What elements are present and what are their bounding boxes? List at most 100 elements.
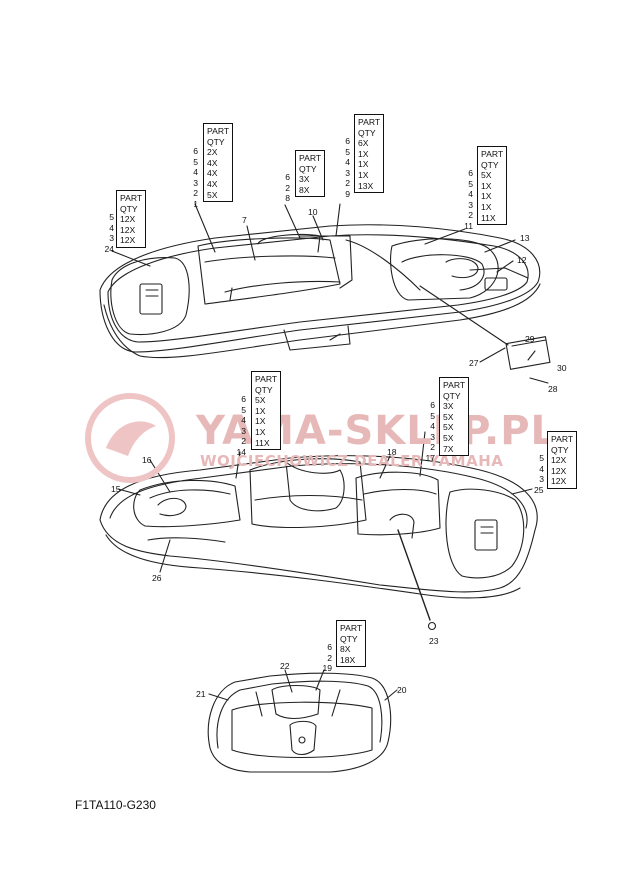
part-number: 3 <box>109 233 114 244</box>
callout-18: 18 <box>387 447 397 457</box>
table-header-part: PART <box>481 149 504 159</box>
part-number: 6 <box>430 400 435 410</box>
qty-table-t6: PART QTY 5X 1X 1X 1X 11X <box>251 371 282 451</box>
part-numbers-t1: 5 4 3 24 <box>96 212 114 254</box>
table-header-part: PART <box>299 153 322 163</box>
callout-23: 23 <box>429 636 439 646</box>
qty-table-t2: PART QTY 2X 4X 4X 4X 5X <box>203 123 234 203</box>
part-number: 3 <box>345 167 350 178</box>
qty-value: 4X <box>207 157 218 168</box>
callout-16: 16 <box>142 455 152 465</box>
part-numbers-t4: 6 5 4 3 2 9 <box>332 136 350 200</box>
callout-10: 10 <box>308 207 318 217</box>
part-number: 1 <box>193 198 198 209</box>
part-number: 3 <box>430 431 435 442</box>
part-number: 3 <box>241 425 246 436</box>
callout-13: 13 <box>520 233 530 243</box>
part-number: 14 <box>236 446 246 457</box>
part-number: 8 <box>285 193 290 204</box>
table-header-qty: QTY <box>443 390 461 401</box>
callout-30: 30 <box>557 363 567 373</box>
qty-value: 1X <box>481 201 492 212</box>
table-header-part: PART <box>255 374 278 384</box>
part-number: 6 <box>327 642 332 652</box>
table-header-qty: QTY <box>481 159 499 170</box>
part-number: 4 <box>345 157 350 168</box>
qty-table-t5: PART QTY 5X 1X 1X 1X 11X <box>477 146 508 226</box>
callout-21: 21 <box>196 689 206 699</box>
part-number: 3 <box>193 177 198 188</box>
qty-value: 4X <box>207 168 218 179</box>
middle-leader-lines <box>117 431 533 573</box>
qty-value: 1X <box>255 426 266 437</box>
qty-value: 1X <box>358 159 369 170</box>
part-numbers-t3: 6 2 8 <box>272 172 290 204</box>
qty-value: 8X <box>340 644 351 655</box>
qty-table-t7: PART QTY 3X 5X 5X 5X 7X <box>439 377 470 457</box>
top-deck-assembly <box>99 224 551 370</box>
qty-table-t8: PART QTY 12X 12X 12X <box>547 431 578 489</box>
qty-value: 1X <box>358 169 369 180</box>
qty-value: 4X <box>207 178 218 189</box>
qty-value: 2X <box>207 147 218 158</box>
part-number: 6 <box>285 172 290 182</box>
qty-value: 5X <box>443 411 454 422</box>
part-number: 2 <box>241 436 246 447</box>
part-number: 2 <box>193 188 198 199</box>
qty-value: 3X <box>443 401 454 412</box>
qty-value: 1X <box>255 405 266 416</box>
table-header-part: PART <box>120 193 143 203</box>
part-number: 3 <box>539 474 544 485</box>
callout-7: 7 <box>242 215 247 225</box>
callout-26: 26 <box>152 573 162 583</box>
part-numbers-t2: 6 5 4 3 2 1 <box>180 146 198 210</box>
part-number: 5 <box>430 410 435 421</box>
table-header-qty: QTY <box>551 444 569 455</box>
qty-value: 13X <box>358 180 374 191</box>
part-number: 5 <box>345 146 350 157</box>
part-number: 5 <box>539 453 544 463</box>
table-header-qty: QTY <box>255 384 273 395</box>
qty-value: 11X <box>481 212 496 223</box>
part-number: 6 <box>241 394 246 404</box>
qty-value: 7X <box>443 443 454 454</box>
qty-value: 5X <box>207 189 218 200</box>
qty-value: 3X <box>299 174 310 185</box>
part-number: 4 <box>539 463 544 474</box>
qty-value: 12X <box>120 224 136 235</box>
qty-value: 6X <box>358 138 369 149</box>
callout-28: 28 <box>548 384 558 394</box>
qty-value: 18X <box>340 654 356 665</box>
part-number: 19 <box>322 663 332 674</box>
callout-20: 20 <box>397 685 407 695</box>
part-numbers-t8: 5 4 3 <box>526 453 544 485</box>
part-number: 6 <box>468 168 473 178</box>
part-number: 4 <box>241 415 246 426</box>
part-number: 11 <box>464 220 473 231</box>
watermark-logo-icon <box>85 393 175 483</box>
part-numbers-t5: 6 5 4 3 2 11 <box>455 168 473 232</box>
part-number: 17 <box>425 452 435 463</box>
part-number: 2 <box>285 182 290 193</box>
callout-27: 27 <box>469 358 479 368</box>
table-header-qty: QTY <box>340 633 358 644</box>
table-header-part: PART <box>207 126 230 136</box>
part-number: 6 <box>193 146 198 156</box>
qty-value: 1X <box>481 191 492 202</box>
part-number: 4 <box>468 189 473 200</box>
table-header-qty: QTY <box>207 136 225 147</box>
qty-table-t3: PART QTY 3X 8X <box>295 150 326 198</box>
part-number: 5 <box>241 404 246 415</box>
part-number: 2 <box>345 178 350 189</box>
top-leader-lines <box>111 203 549 384</box>
part-number: 2 <box>468 210 473 221</box>
table-header-part: PART <box>358 117 381 127</box>
part-number: 5 <box>193 156 198 167</box>
part-number: 4 <box>430 421 435 432</box>
part-number: 5 <box>468 178 473 189</box>
part-number: 6 <box>345 136 350 146</box>
qty-value: 8X <box>299 184 310 195</box>
document-code: F1TA110-G230 <box>75 798 156 812</box>
table-header-qty: QTY <box>358 127 376 138</box>
part-number: 24 <box>104 243 114 254</box>
